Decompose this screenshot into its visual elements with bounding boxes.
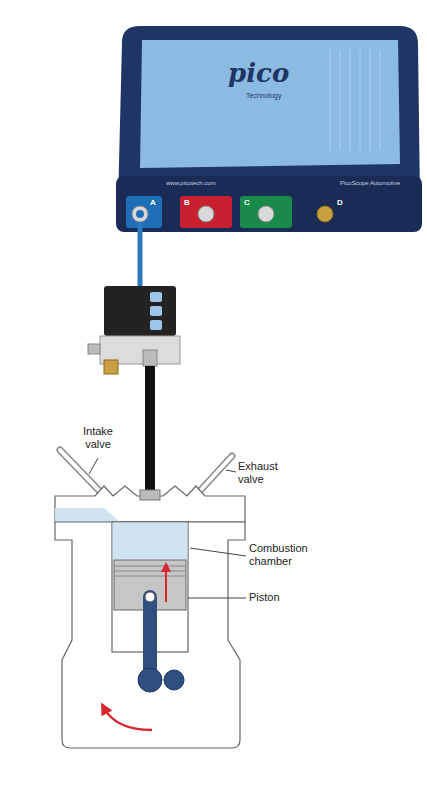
bnc-connector (132, 206, 148, 222)
transducer-button (150, 306, 162, 316)
hose-fitting (143, 350, 157, 366)
gold-connector (104, 360, 118, 374)
bnc-connector (136, 210, 144, 218)
piston-pin (145, 592, 155, 602)
transducer-button (150, 292, 162, 302)
scope-front (116, 176, 422, 232)
scope-panel (140, 40, 400, 168)
cylinder-block (55, 522, 245, 748)
bnc-connector (258, 206, 274, 222)
intake-port (55, 508, 120, 522)
pressure-hose (145, 366, 155, 492)
leader-line (89, 458, 246, 598)
channel-letter: C (244, 198, 256, 208)
side-fitting (88, 344, 100, 354)
bnc-connector (317, 206, 333, 222)
motion-arrow (165, 567, 167, 602)
model-name: PicoScope Automotive (340, 180, 416, 187)
crankshaft (138, 668, 162, 692)
part-label: Piston (249, 591, 329, 604)
piston-rings (114, 566, 186, 576)
channel-panel (240, 196, 292, 228)
probe-cable (138, 222, 143, 288)
channel-panel (126, 196, 162, 228)
channel-panel (180, 196, 232, 228)
part-label: Combustion chamber (249, 542, 329, 568)
panel-grip (330, 50, 380, 150)
transducer-button (150, 320, 162, 330)
channel-letter: A (150, 198, 162, 208)
transducer-body (104, 286, 176, 336)
web-address: www.picotech.com (166, 180, 246, 187)
piston (114, 560, 186, 610)
channel-letter: B (184, 198, 196, 208)
combustion-chamber (113, 523, 188, 560)
part-label: Intake valve (74, 425, 122, 451)
part-label: Exhaust valve (238, 460, 292, 486)
cylinder-head (55, 486, 245, 522)
spark-plug-port (140, 490, 160, 500)
channel-letter: D (337, 198, 349, 208)
brand-logo: pico (228, 58, 308, 89)
rotation-arrow (104, 708, 152, 730)
bnc-connector (198, 206, 214, 222)
brand-tagline: Technology (246, 92, 316, 100)
crankshaft (164, 670, 184, 690)
